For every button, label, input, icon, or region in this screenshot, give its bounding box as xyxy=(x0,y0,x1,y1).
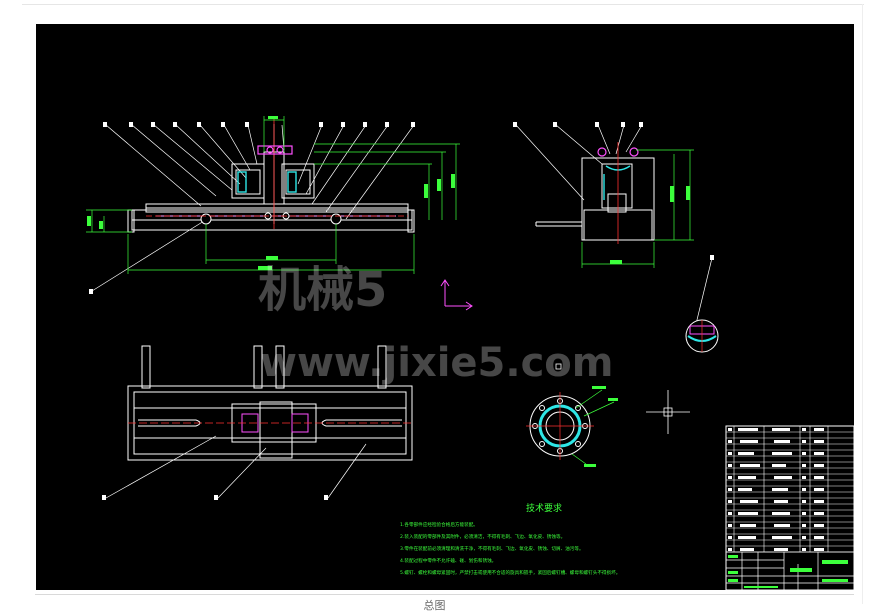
front-balloon-marks xyxy=(89,122,415,294)
bom-text-marks xyxy=(728,428,824,551)
watermark-url: www.jixie5.com xyxy=(260,340,613,386)
tech-req-line: 1.各零部件应经检验合格后方能装配。 xyxy=(400,521,478,528)
watermark-logo: 机械5 xyxy=(258,262,387,318)
front-highlight xyxy=(237,171,297,193)
side-top-fixture xyxy=(597,147,639,157)
front-centerlines xyxy=(146,116,408,229)
title-block-text-marks xyxy=(728,555,848,588)
front-dimensions xyxy=(86,116,460,274)
front-top-fixture xyxy=(257,145,293,155)
front-view xyxy=(86,116,460,294)
cad-drawing: 技术要求 1.各零部件应经检验合格后方能装配。 2.装入装配的零部件及其附件，必… xyxy=(36,24,854,590)
figure-caption: 总图 xyxy=(423,599,446,612)
side-balloon-marks xyxy=(513,122,643,127)
front-dim-texts xyxy=(87,116,455,270)
title-block-grid xyxy=(726,551,854,590)
top-leaders xyxy=(105,435,367,499)
tech-req-title: 技术要求 xyxy=(526,502,562,514)
technical-requirements: 技术要求 1.各零部件应经检验合格后方能装配。 2.装入装配的零部件及其附件，必… xyxy=(400,502,620,576)
bom-rows xyxy=(726,431,854,553)
front-wheels xyxy=(200,212,342,225)
front-frame xyxy=(127,203,415,233)
tech-req-line: 3.零件在装配前必须清理和清洗干净，不得有毛刺、飞边、氧化皮、锈蚀、切屑、油污等… xyxy=(400,545,584,552)
top-view xyxy=(102,345,413,500)
page-top-rule xyxy=(22,4,864,5)
page-right-rule xyxy=(862,4,863,604)
tech-req-line: 5.螺钉、螺栓和螺母紧固时，严禁打击或使用不合适的旋具和扳手，紧固后螺钉槽、螺母… xyxy=(400,569,620,576)
side-dim-texts xyxy=(610,186,690,264)
side-leaders xyxy=(515,124,643,201)
cad-drawing-svg: 技术要求 1.各零部件应经检验合格后方能装配。 2.装入装配的零部件及其附件，必… xyxy=(86,116,854,590)
watermark: 机械5 www.jixie5.com xyxy=(258,262,613,386)
title-block xyxy=(725,425,854,590)
flange-dims xyxy=(571,389,615,465)
ucs-icon xyxy=(440,279,473,311)
page-bottom-rule xyxy=(35,594,854,595)
side-view xyxy=(513,122,694,268)
front-leaders xyxy=(91,124,415,292)
detail-view xyxy=(685,255,719,353)
crosshair xyxy=(646,390,690,434)
top-balloon-marks xyxy=(102,495,328,500)
tech-req-line: 2.装入装配的零部件及其附件，必须清洁，不得有毛刺、飞边、氧化皮、锈蚀等。 xyxy=(400,533,565,540)
tech-req-line: 4.装配过程中零件不允许磕、碰、划伤和锈蚀。 xyxy=(400,557,496,564)
flange-view xyxy=(526,363,618,467)
flange-centerlines xyxy=(526,392,594,460)
side-body xyxy=(535,157,655,241)
side-dimensions xyxy=(581,149,694,268)
flange-dim-texts xyxy=(584,386,618,467)
bom-cols xyxy=(733,426,829,552)
